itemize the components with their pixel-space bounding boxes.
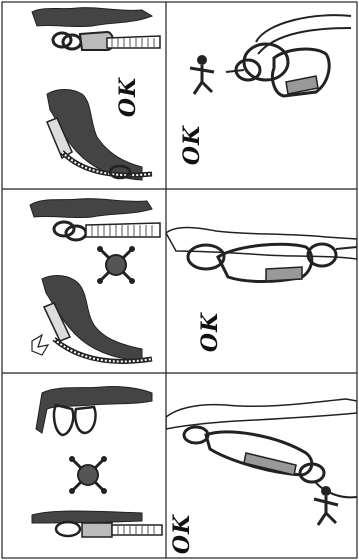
- panel-row1-right: OK: [166, 2, 357, 189]
- panel-row2-right: OK: [166, 189, 357, 373]
- carabiner-hanging: [54, 405, 96, 435]
- carabiner-chain: [184, 427, 357, 497]
- danger-cross-icon: [69, 456, 107, 494]
- danger-cross-icon: [97, 246, 135, 284]
- rock-ledge: [166, 228, 357, 260]
- panel-row3-right: OK: [166, 373, 357, 558]
- rock-ledge: [30, 199, 152, 218]
- ok-label: OK: [197, 312, 223, 352]
- climber-figure-icon: [190, 55, 214, 94]
- climber-figure-icon: [314, 486, 338, 525]
- rock-ledge: [32, 8, 152, 27]
- carabiner-chain: [226, 15, 351, 96]
- carabiner-on-rope: [32, 511, 162, 537]
- carabiner-on-rope: [53, 32, 160, 50]
- panel-row2-left: [2, 189, 166, 373]
- panel-row1-left: OK: [2, 2, 166, 189]
- ok-label: OK: [169, 514, 195, 554]
- rock-pillar: [32, 276, 152, 362]
- panel-row3-left: [2, 373, 166, 558]
- ok-label: OK: [115, 77, 141, 117]
- carabiner-on-rope: [54, 222, 160, 240]
- carabiner-chain: [188, 244, 357, 282]
- ok-label: OK: [179, 125, 205, 165]
- rock-ledge: [166, 399, 357, 429]
